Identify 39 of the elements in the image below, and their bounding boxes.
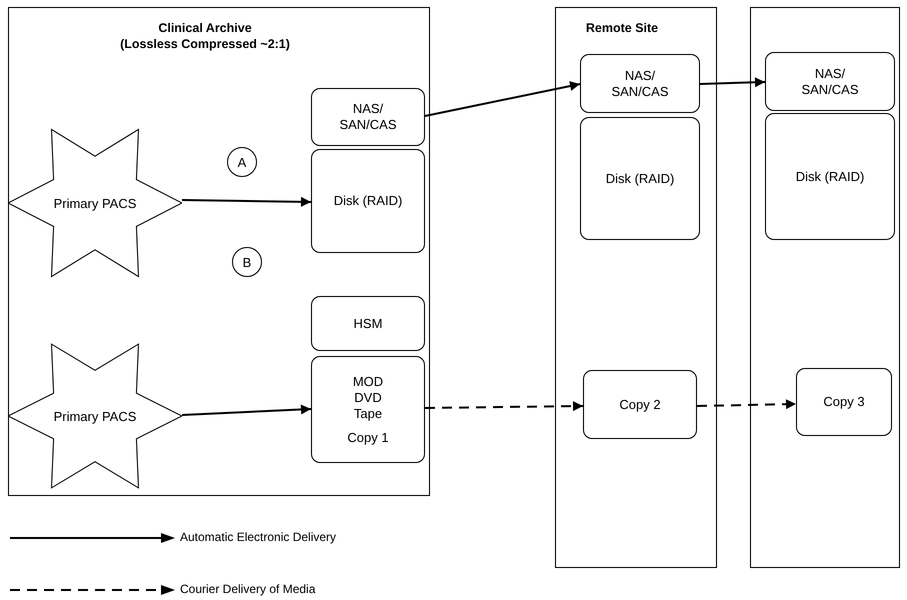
- arrow: [696, 399, 796, 410]
- site-panel: [555, 7, 717, 568]
- box-label: Disk (RAID): [606, 170, 674, 186]
- arrow: [424, 81, 580, 117]
- arrow: [424, 401, 584, 412]
- arrow: [700, 77, 766, 88]
- panel-heading: (Lossless Compressed ~2:1): [120, 36, 290, 52]
- box-label: NAS/ SAN/CAS: [338, 101, 398, 133]
- storage-box: [311, 149, 425, 253]
- box-label: Copy 3: [823, 394, 865, 410]
- arrow: [182, 404, 312, 416]
- storage-box: [580, 117, 700, 240]
- circle-marker: A: [227, 147, 257, 177]
- storage-box: [311, 356, 425, 463]
- box-label: MOD DVD Tape: [352, 374, 384, 422]
- arrow: [182, 196, 312, 207]
- box-label: NAS/ SAN/CAS: [800, 66, 860, 98]
- storage-box: [311, 296, 425, 351]
- box-label: Copy 1: [347, 430, 389, 446]
- storage-box: [796, 368, 892, 436]
- legend-label: Courier Delivery of Media: [180, 582, 316, 596]
- site-panel: [8, 7, 430, 496]
- panel-heading: Clinical Archive: [158, 20, 252, 36]
- node-label: Primary PACS: [54, 408, 136, 424]
- box-label: HSM: [354, 316, 382, 332]
- storage-box: [583, 370, 697, 439]
- storage-box: [311, 88, 425, 146]
- node-label: Primary PACS: [54, 196, 136, 210]
- site-panel: [750, 7, 900, 568]
- storage-box: [765, 52, 895, 111]
- box-label: Disk (RAID): [796, 168, 864, 184]
- storage-box: [765, 113, 895, 240]
- circle-marker: B: [232, 247, 262, 277]
- box-label: Disk (RAID): [334, 193, 402, 209]
- storage-box: [580, 54, 700, 113]
- legend-label: Automatic Electronic Delivery: [180, 530, 336, 544]
- box-label: Copy 2: [619, 396, 661, 412]
- box-label: NAS/ SAN/CAS: [610, 68, 670, 100]
- panel-heading: Remote Site: [586, 20, 658, 36]
